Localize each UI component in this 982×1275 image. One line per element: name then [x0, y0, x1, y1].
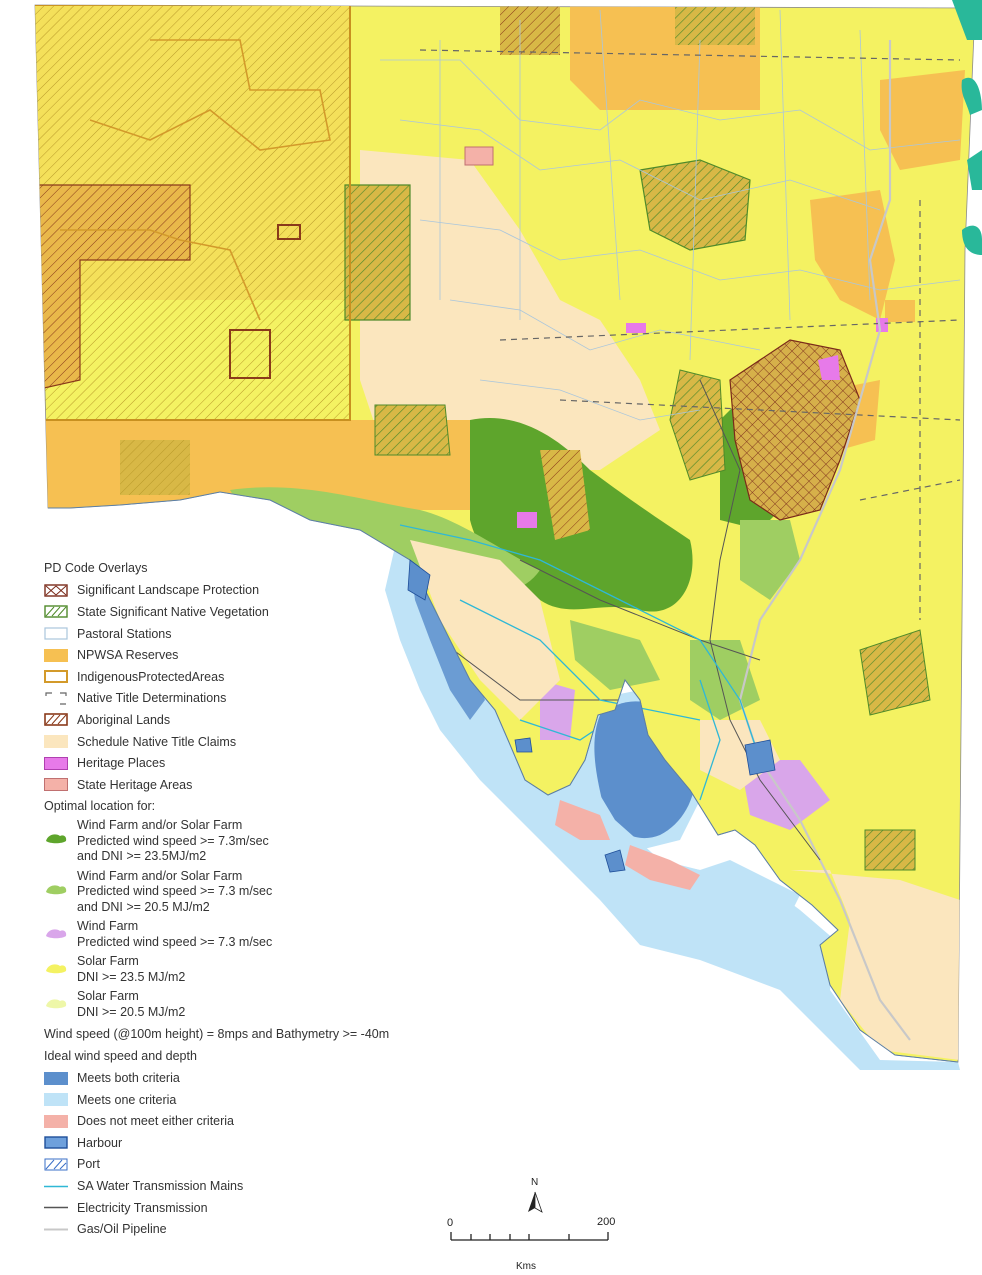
legend-item-pastoral-stations: Pastoral Stations — [44, 623, 464, 645]
wind-farm-zone — [740, 760, 830, 830]
legend-item-state-heritage: State Heritage Areas — [44, 774, 464, 796]
legend-optimal-heading: Optimal location for: — [44, 798, 156, 813]
legend-item-native-title-claims: Schedule Native Title Claims — [44, 731, 464, 753]
crosshatch-swatch-icon — [44, 584, 68, 597]
harbour-swatch-icon — [44, 1136, 68, 1150]
significant-landscape-zone — [729, 339, 861, 521]
decorative-edge-graphic — [952, 0, 982, 255]
legend-item-heritage-places: Heritage Places — [44, 752, 464, 774]
legend-heading: PD Code Overlays — [44, 561, 148, 575]
scale-bar: N 0 200 Kms — [440, 1175, 620, 1275]
legend-item-native-title-determinations: Native Title Determinations — [44, 688, 464, 710]
yellow-blob-icon — [44, 962, 68, 975]
legend-wind-heading: Wind speed (@100m height) = 8mps and Bat… — [44, 1027, 390, 1042]
harbours — [407, 559, 776, 873]
native-title-claims-zone — [360, 150, 660, 470]
north-arrow-icon — [528, 1191, 543, 1213]
beige-fill-swatch-icon — [44, 735, 68, 749]
legend-item-aboriginal-lands: Aboriginal Lands — [44, 709, 464, 731]
pale-yellow-blob-icon — [44, 997, 68, 1010]
electricity-transmission — [439, 379, 821, 861]
rose-swatch-icon — [44, 1114, 68, 1128]
legend-item-meets-one: Meets one criteria — [44, 1089, 464, 1111]
scale-bar-graphic — [450, 1232, 609, 1241]
blue-outline-swatch-icon — [44, 627, 68, 640]
pastoral-station-boundaries — [380, 9, 961, 421]
north-label: N — [531, 1177, 539, 1188]
green-hatch-swatch-icon — [44, 605, 68, 619]
scale-start-label: 0 — [447, 1217, 454, 1229]
sa-water-mains — [399, 524, 761, 801]
legend-item-harbour: Harbour — [44, 1132, 464, 1154]
light-blue-swatch-icon — [44, 1093, 68, 1107]
deep-blue-swatch-icon — [44, 1071, 68, 1085]
map-legend: PD Code Overlays Significant Landscape P… — [44, 558, 464, 1240]
dashed-corner-swatch-icon — [44, 692, 68, 705]
legend-item-indigenous-protected: IndigenousProtectedAreas — [44, 666, 464, 688]
state-heritage-area — [464, 146, 494, 166]
legend-ideal-heading: Ideal wind speed and depth — [44, 1048, 197, 1063]
legend-item-meets-both: Meets both criteria — [44, 1067, 464, 1089]
scale-unit-label: Kms — [516, 1261, 536, 1272]
brown-hatch-swatch-icon — [44, 713, 68, 727]
scale-end-label: 200 — [597, 1216, 616, 1228]
dark-green-blob-icon — [44, 832, 68, 845]
legend-item-water-mains: SA Water Transmission Mains — [44, 1175, 464, 1197]
legend-item-significant-landscape: Significant Landscape Protection — [44, 580, 464, 602]
coastline — [48, 491, 959, 1063]
salmon-fill-swatch-icon — [44, 778, 68, 792]
indigenous-protected-area — [35, 5, 350, 420]
grey-line-icon — [44, 1201, 68, 1214]
lilac-blob-icon — [44, 927, 68, 940]
orange-outline-swatch-icon — [44, 670, 68, 684]
legend-item-gas-pipeline: Gas/Oil Pipeline — [44, 1218, 464, 1240]
gas-oil-pipeline — [738, 40, 911, 1041]
light-grey-line-icon — [44, 1223, 68, 1236]
legend-item-native-vegetation: State Significant Native Vegetation — [44, 601, 464, 623]
heritage-place — [517, 512, 537, 528]
pink-fill-swatch-icon — [44, 756, 68, 770]
light-green-blob-icon — [44, 883, 68, 896]
orange-fill-swatch-icon — [44, 648, 68, 662]
cyan-line-icon — [44, 1180, 68, 1193]
legend-item-electricity: Electricity Transmission — [44, 1197, 464, 1219]
legend-item-meets-neither: Does not meet either criteria — [44, 1111, 464, 1133]
port-hatch-swatch-icon — [44, 1158, 68, 1171]
legend-item-port: Port — [44, 1154, 464, 1176]
legend-item-npwsa-reserves: NPWSA Reserves — [44, 644, 464, 666]
native-title-determinations — [419, 49, 961, 620]
